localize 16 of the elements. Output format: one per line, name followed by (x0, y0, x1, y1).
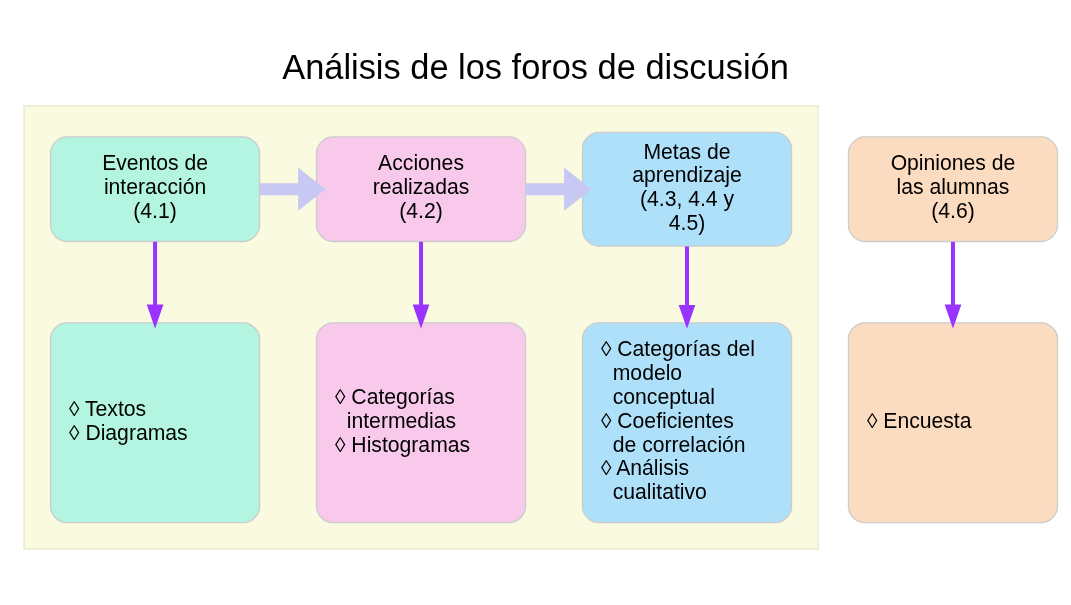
arrow (412, 241, 430, 328)
node-box: Eventos de interacción (4.1) (49, 135, 261, 242)
node-box: ◊ Encuesta (847, 321, 1059, 523)
arrow (678, 245, 696, 329)
cluster (23, 104, 819, 550)
arrow (944, 241, 962, 328)
node-box: ◊ Categorías del modelo conceptual ◊ Coeficientes de correlación ◊ Análisis cualitativo (581, 321, 793, 523)
arrow (146, 241, 164, 328)
node-box: Opiniones de las alumnas (4.6) (847, 135, 1059, 242)
diagram-title: Análisis de los foros de discusión (282, 47, 789, 86)
node-box: Metas de aprendizaje (4.3, 4.4 y 4.5) (581, 131, 793, 247)
node-box: ◊ Categorías intermedias ◊ Histogramas (315, 321, 527, 523)
node-box: Acciones realizadas (4.2) (315, 135, 527, 242)
arrow (260, 167, 326, 211)
arrow (525, 167, 592, 211)
node-box: ◊ Textos ◊ Diagramas (49, 321, 261, 523)
